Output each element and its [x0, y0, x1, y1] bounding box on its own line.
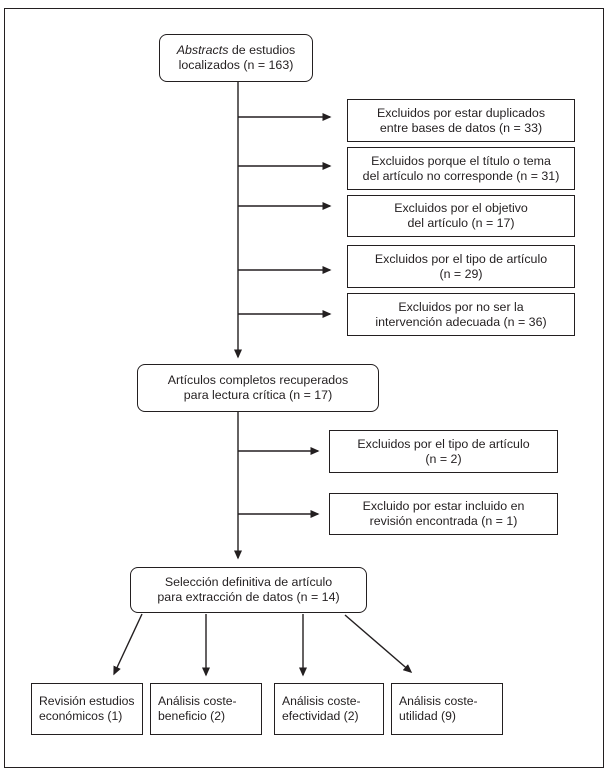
node-text-line: localizados (n = 163): [178, 58, 294, 72]
node-analisis-coste-efectividad: Análisis coste- efectividad (2): [274, 683, 384, 735]
node-text-line: Excluidos porque el título o tema: [371, 153, 551, 168]
node-excluded-title-topic: Excluidos porque el título o tema del ar…: [347, 147, 575, 190]
node-text-line: Análisis coste-: [158, 694, 237, 708]
node-text-line: Excluidos por el tipo de artículo: [357, 436, 530, 451]
figure-border: [4, 8, 604, 768]
node-text-line: Excluido por estar incluido en: [362, 499, 525, 513]
node-revision-estudios-economicos: Revisión estudios económicos (1): [31, 683, 143, 735]
node-text-line: entre bases de datos (n = 33): [379, 120, 543, 135]
node-analisis-coste-utilidad: Análisis coste- utilidad (9): [391, 683, 503, 735]
node-text-line: Artículos completos recuperados: [167, 373, 349, 387]
node-text-rest: de estudios: [228, 43, 296, 57]
node-seleccion-definitiva: Selección definitiva de artículo para ex…: [130, 567, 367, 613]
node-text-line: Excluidos por el objetivo: [394, 201, 528, 215]
node-text-line: Análisis coste-: [282, 694, 361, 708]
node-text-line: del artículo (n = 17): [407, 216, 515, 230]
node-text-line: Excluidos por el tipo de artículo: [374, 251, 548, 266]
node-text-line: Excluidos por estar duplicados: [376, 105, 546, 120]
node-analisis-coste-beneficio: Análisis coste- beneficio (2): [150, 683, 262, 735]
node-text-line: utilidad (9): [399, 709, 456, 723]
node-text-line: para lectura crítica (n = 17): [183, 388, 333, 402]
node-text-line: Abstracts de estudios: [160, 43, 312, 58]
node-abstracts-localizados: Abstracts de estudios localizados (n = 1…: [159, 34, 313, 82]
node-text-line: económicos (1): [39, 709, 123, 723]
node-articulos-completos: Artículos completos recuperados para lec…: [137, 364, 379, 412]
node-text-line: del artículo no corresponde (n = 31): [362, 168, 560, 183]
node-text-line: para extracción de datos (n = 14): [157, 590, 340, 604]
node-excluded-duplicates: Excluidos por estar duplicados entre bas…: [347, 99, 575, 142]
node-excluded-in-review: Excluido por estar incluido en revisión …: [329, 493, 558, 535]
node-text-line: revisión encontrada (n = 1): [369, 514, 518, 528]
node-text-line: intervención adecuada (n = 36): [375, 314, 547, 329]
node-text-line: Excluidos por no ser la: [398, 299, 524, 314]
node-excluded-article-type-29: Excluidos por el tipo de artículo (n = 2…: [347, 245, 575, 288]
node-text-line: efectividad (2): [282, 709, 359, 723]
node-excluded-intervention: Excluidos por no ser la intervención ade…: [347, 293, 575, 336]
arrow-seleccion-to-coste-utilidad: [344, 614, 413, 673]
node-text-line: (n = 29): [439, 266, 483, 281]
node-text-line: Selección definitiva de artículo: [164, 575, 333, 589]
node-text-italic: Abstracts: [176, 43, 229, 57]
node-excluded-objective: Excluidos por el objetivo del artículo (…: [347, 195, 575, 237]
arrow-seleccion-to-revision-economicos: [113, 613, 143, 676]
node-text-line: Revisión estudios: [39, 694, 135, 708]
node-text-line: Análisis coste-: [399, 694, 478, 708]
node-text-line: beneficio (2): [158, 709, 226, 723]
node-text-line: (n = 2): [425, 451, 462, 466]
node-excluded-article-type-2: Excluidos por el tipo de artículo (n = 2…: [329, 430, 558, 473]
